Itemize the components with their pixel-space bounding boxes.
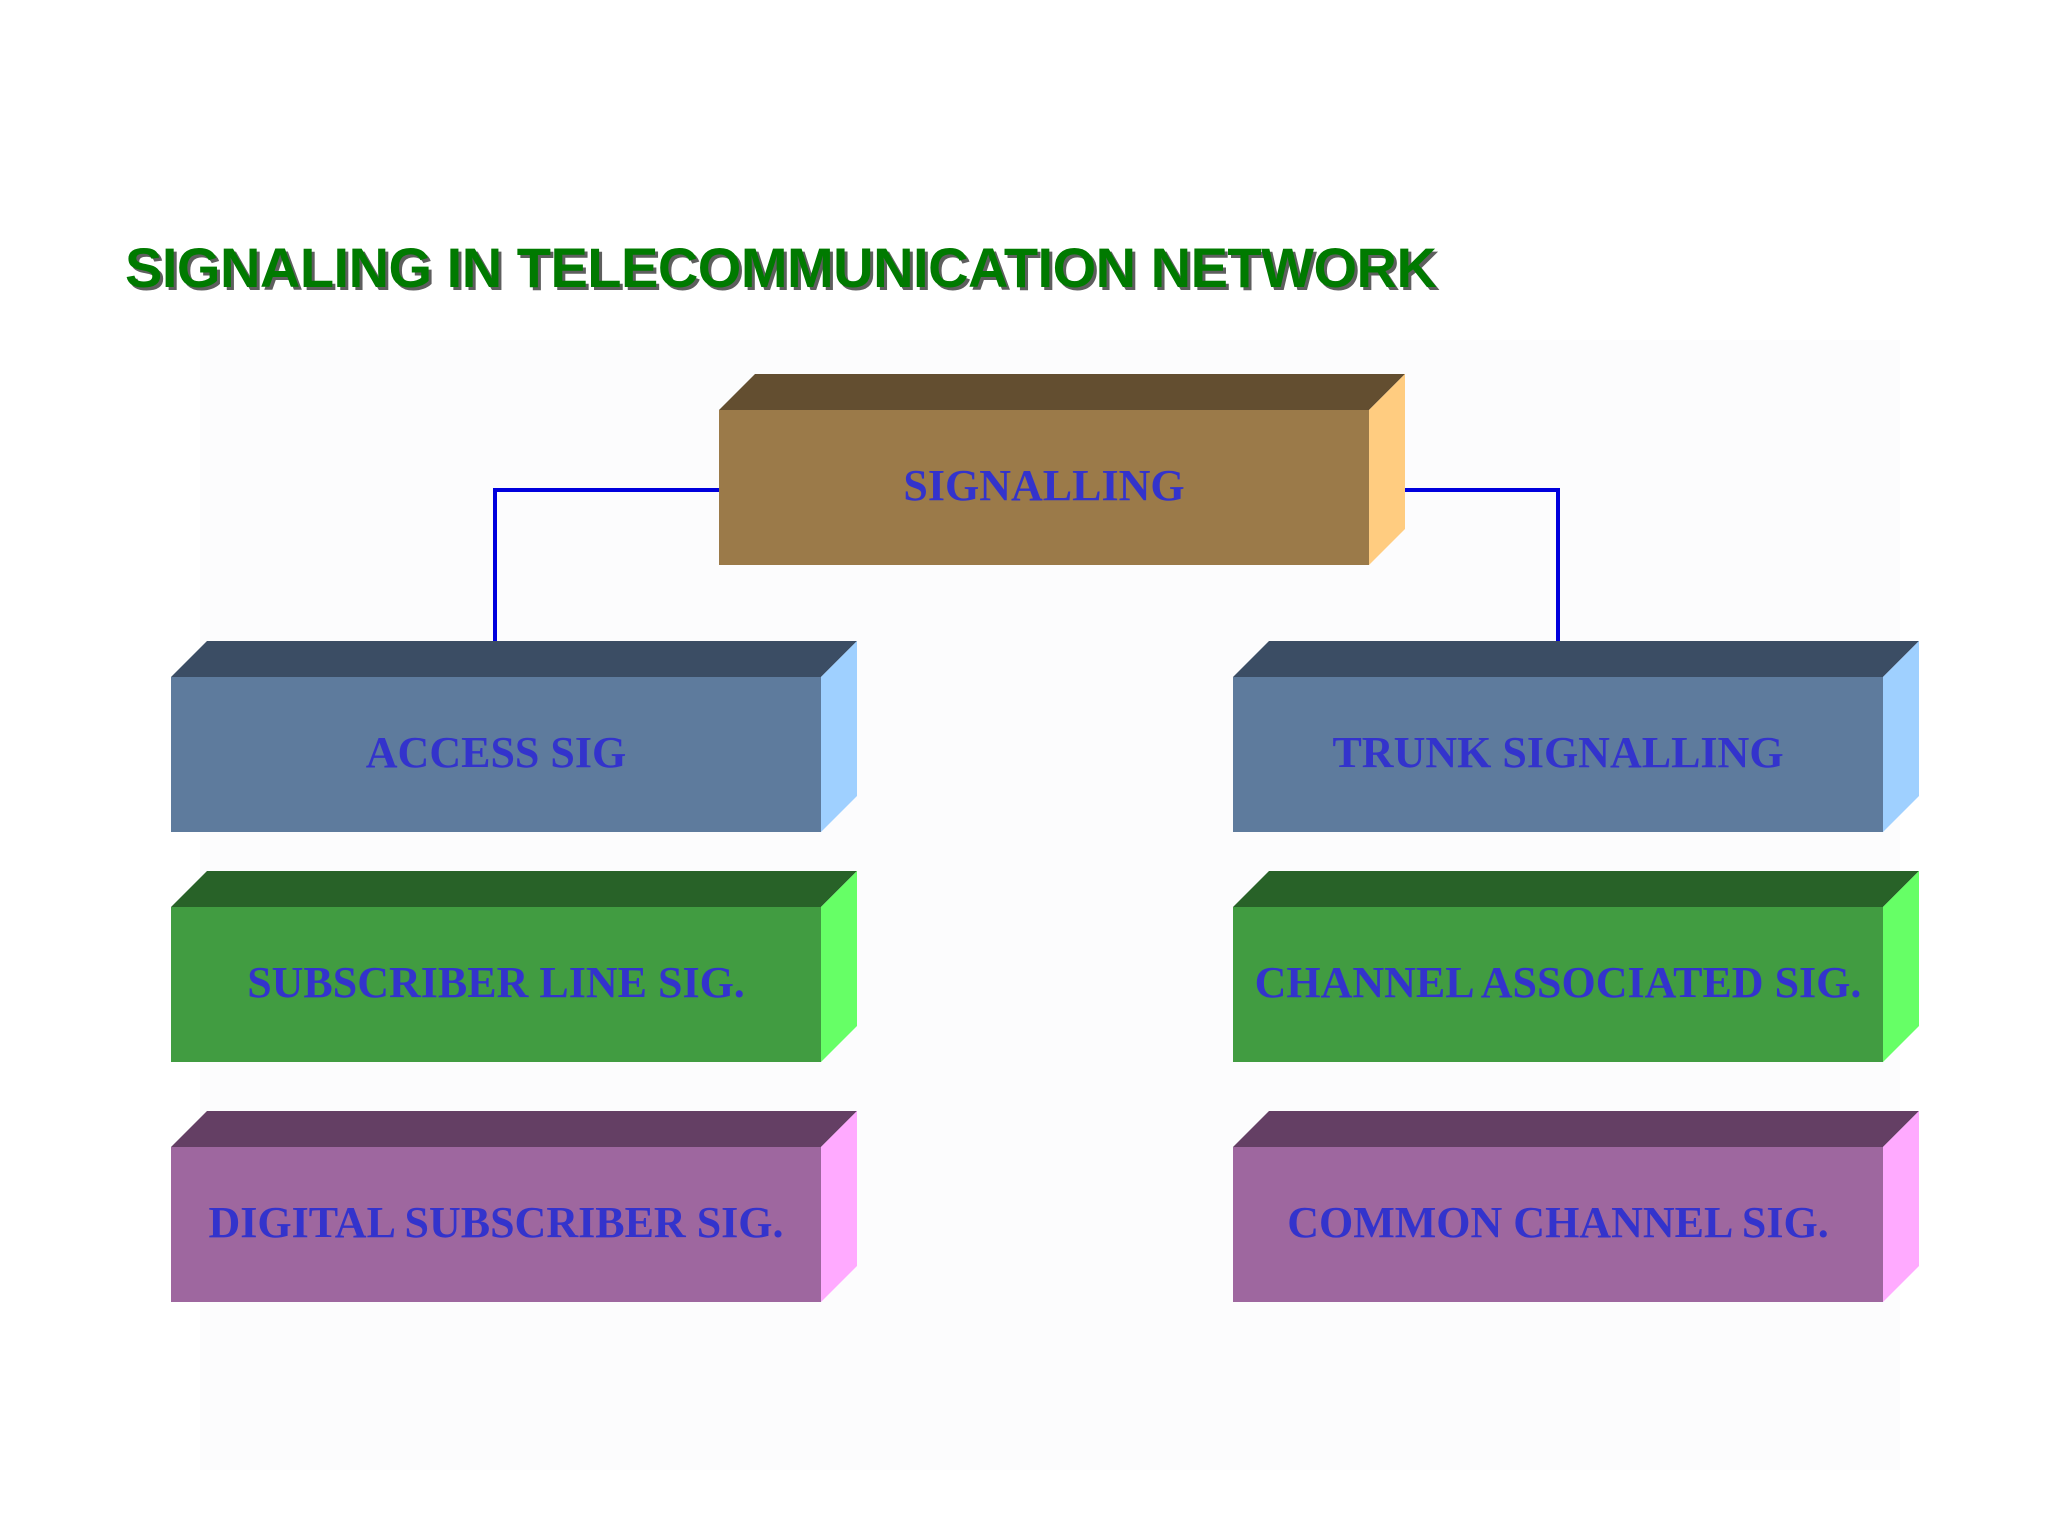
node-signalling-side-face	[1369, 374, 1405, 565]
node-digital-subscriber-sig-top-face	[171, 1111, 857, 1147]
node-trunk-signalling-side-face	[1883, 641, 1919, 832]
node-subscriber-line-sig-front-face	[171, 907, 821, 1062]
node-subscriber-line-sig-label: SUBSCRIBER LINE SIG.	[247, 958, 745, 1007]
node-subscriber-line-sig-top-face	[171, 871, 857, 907]
connector-root-to-trunk	[1370, 488, 1560, 678]
node-signalling-label: SIGNALLING	[903, 461, 1184, 510]
node-common-channel-sig-side-face	[1883, 1111, 1919, 1302]
node-channel-associated-sig-top-face	[1233, 871, 1919, 907]
node-trunk-signalling-front-face	[1233, 677, 1883, 832]
connector-root-to-access	[493, 488, 722, 678]
node-access-sig-label: ACCESS SIG	[366, 728, 626, 777]
node-trunk-signalling: TRUNK SIGNALLING	[1233, 641, 1919, 832]
node-channel-associated-sig-front-face	[1233, 907, 1883, 1062]
node-trunk-signalling-label: TRUNK SIGNALLING	[1332, 728, 1783, 777]
node-trunk-signalling-top-face	[1233, 641, 1919, 677]
node-digital-subscriber-sig-side-face	[821, 1111, 857, 1302]
node-access-sig: ACCESS SIG	[171, 641, 857, 832]
node-access-sig-front-face	[171, 677, 821, 832]
node-channel-associated-sig-side-face	[1883, 871, 1919, 1062]
node-common-channel-sig-top-face	[1233, 1111, 1919, 1147]
node-digital-subscriber-sig-label: DIGITAL SUBSCRIBER SIG.	[208, 1198, 783, 1247]
node-channel-associated-sig-label: CHANNEL ASSOCIATED SIG.	[1255, 958, 1862, 1007]
slide-title: SIGNALING IN TELECOMMUNICATION NETWORK	[125, 236, 1437, 299]
node-access-sig-side-face	[821, 641, 857, 832]
node-signalling: SIGNALLING	[719, 374, 1405, 565]
node-digital-subscriber-sig: DIGITAL SUBSCRIBER SIG.	[171, 1111, 857, 1302]
node-common-channel-sig-label: COMMON CHANNEL SIG.	[1287, 1198, 1828, 1247]
node-common-channel-sig: COMMON CHANNEL SIG.	[1233, 1111, 1919, 1302]
node-signalling-top-face	[719, 374, 1405, 410]
node-signalling-front-face	[719, 410, 1369, 565]
node-channel-associated-sig: CHANNEL ASSOCIATED SIG.	[1233, 871, 1919, 1062]
node-subscriber-line-sig: SUBSCRIBER LINE SIG.	[171, 871, 857, 1062]
node-subscriber-line-sig-side-face	[821, 871, 857, 1062]
node-digital-subscriber-sig-front-face	[171, 1147, 821, 1302]
node-access-sig-top-face	[171, 641, 857, 677]
node-common-channel-sig-front-face	[1233, 1147, 1883, 1302]
